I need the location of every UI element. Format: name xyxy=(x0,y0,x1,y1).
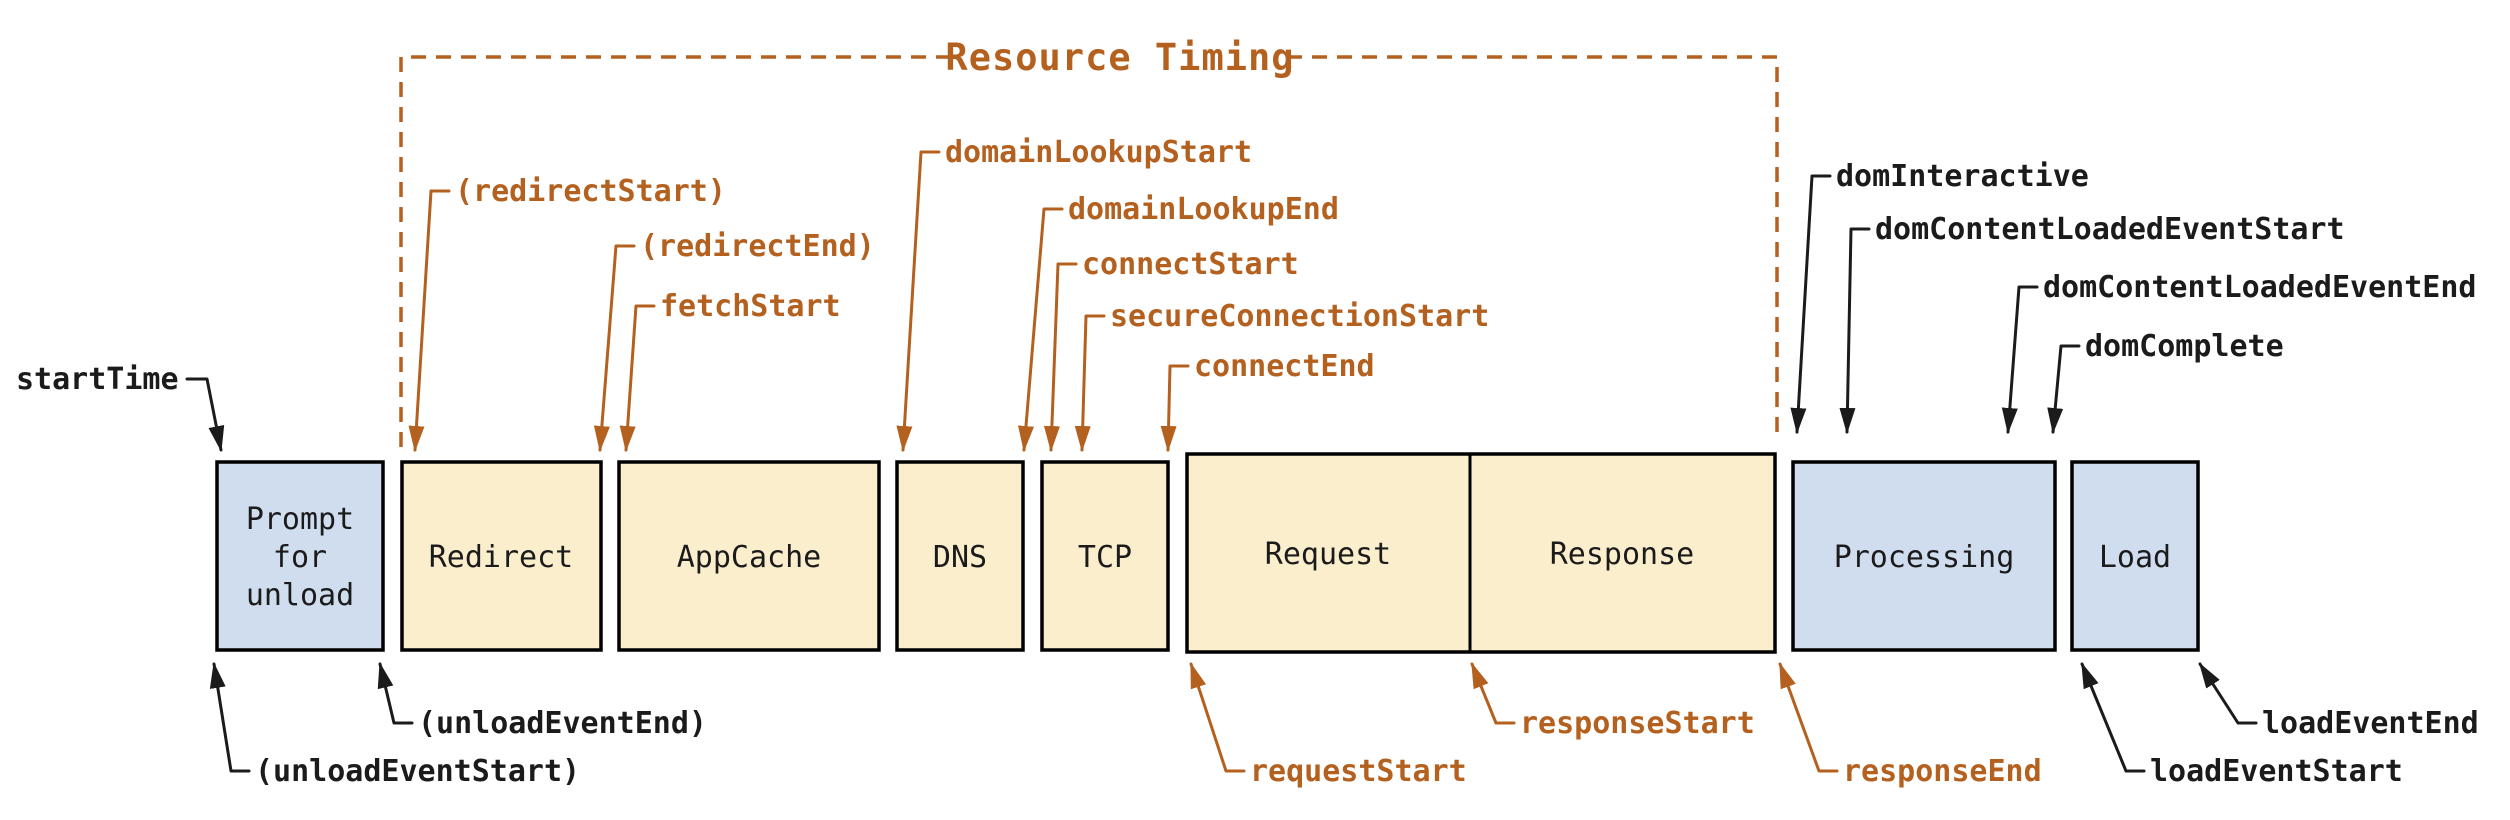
black-event-labels: startTime domInteractive domContentLoade… xyxy=(16,159,2479,789)
label-tcp: TCP xyxy=(1078,540,1132,575)
label-request-start: requestStart xyxy=(1250,754,1467,789)
arrow-fetch-start xyxy=(619,304,656,452)
label-domain-lookup-end: domainLookupEnd xyxy=(1068,192,1339,227)
arrow-load-event-end xyxy=(2198,662,2258,725)
label-prompt-line1: Prompt xyxy=(246,502,354,537)
arrow-dom-interactive xyxy=(1790,174,1832,434)
box-dns xyxy=(895,460,1025,652)
label-load-event-start: loadEventStart xyxy=(2150,754,2403,789)
bracket-right xyxy=(1287,55,1779,438)
arrow-domain-lookup-end xyxy=(1018,207,1064,452)
label-prompt-line3: unload xyxy=(246,578,354,613)
box-prompt-for-unload xyxy=(215,460,385,652)
label-load-event-end: loadEventEnd xyxy=(2262,706,2479,741)
label-dom-content-loaded-event-end: domContentLoadedEventEnd xyxy=(2043,270,2476,305)
box-labels: Prompt for unload Redirect AppCache DNS … xyxy=(246,502,2171,613)
label-redirect-end: (redirectEnd) xyxy=(640,229,875,264)
label-prompt-line2: for xyxy=(273,540,327,575)
box-request-response xyxy=(1185,452,1777,654)
label-fetch-start: fetchStart xyxy=(660,289,841,324)
label-dom-complete: domComplete xyxy=(2085,329,2284,364)
black-leader-arrows xyxy=(185,174,2258,773)
box-load xyxy=(2070,460,2200,652)
arrow-redirect-start xyxy=(408,189,451,452)
arrow-start-time xyxy=(185,377,225,452)
label-secure-connection-start: secureConnectionStart xyxy=(1110,299,1489,334)
label-load: Load xyxy=(2099,540,2171,575)
label-dns: DNS xyxy=(933,540,987,575)
label-unload-event-end: (unloadEventEnd) xyxy=(418,706,707,741)
label-redirect-start: (redirectStart) xyxy=(455,174,726,209)
label-dom-content-loaded-event-start: domContentLoadedEventStart xyxy=(1875,212,2345,247)
label-connect-end: connectEnd xyxy=(1194,349,1375,384)
label-unload-event-start: (unloadEventStart) xyxy=(255,754,580,789)
arrow-redirect-end xyxy=(593,244,636,452)
label-start-time: startTime xyxy=(16,362,179,397)
arrow-request-start xyxy=(1189,662,1246,773)
label-response: Response xyxy=(1550,537,1695,572)
arrow-unload-event-end xyxy=(377,662,414,725)
timeline-boxes xyxy=(215,452,2200,654)
label-connect-start: connectStart xyxy=(1082,247,1299,282)
resource-timing-title: Resource Timing xyxy=(945,36,1294,79)
arrow-domain-lookup-start xyxy=(896,150,941,452)
arrow-secure-connection-start xyxy=(1074,314,1106,452)
arrow-dom-content-loaded-event-end xyxy=(2001,285,2039,434)
box-appcache xyxy=(617,460,881,652)
label-domain-lookup-start: domainLookupStart xyxy=(945,135,1252,170)
arrow-connect-end xyxy=(1160,364,1190,452)
arrow-connect-start xyxy=(1043,262,1078,452)
label-appcache: AppCache xyxy=(677,540,822,575)
orange-leader-arrows xyxy=(408,150,1839,773)
orange-event-labels: (redirectStart) (redirectEnd) fetchStart… xyxy=(455,135,2042,789)
box-processing xyxy=(1791,460,2057,652)
arrow-load-event-start xyxy=(2080,662,2146,773)
label-response-start: responseStart xyxy=(1520,706,1755,741)
box-tcp xyxy=(1040,460,1170,652)
arrow-response-start xyxy=(1470,662,1516,725)
box-redirect xyxy=(400,460,603,652)
arrow-response-end xyxy=(1778,662,1839,773)
label-dom-interactive: domInteractive xyxy=(1836,159,2089,194)
label-processing: Processing xyxy=(1834,540,2015,575)
label-response-end: responseEnd xyxy=(1843,754,2042,789)
arrow-dom-content-loaded-event-start xyxy=(1839,227,1871,434)
resource-timing-bracket xyxy=(399,55,1779,447)
arrow-dom-complete xyxy=(2047,344,2081,434)
label-request: Request xyxy=(1265,537,1391,572)
label-redirect: Redirect xyxy=(429,540,574,575)
arrow-unload-event-start xyxy=(209,662,251,773)
bracket-left xyxy=(399,55,953,447)
